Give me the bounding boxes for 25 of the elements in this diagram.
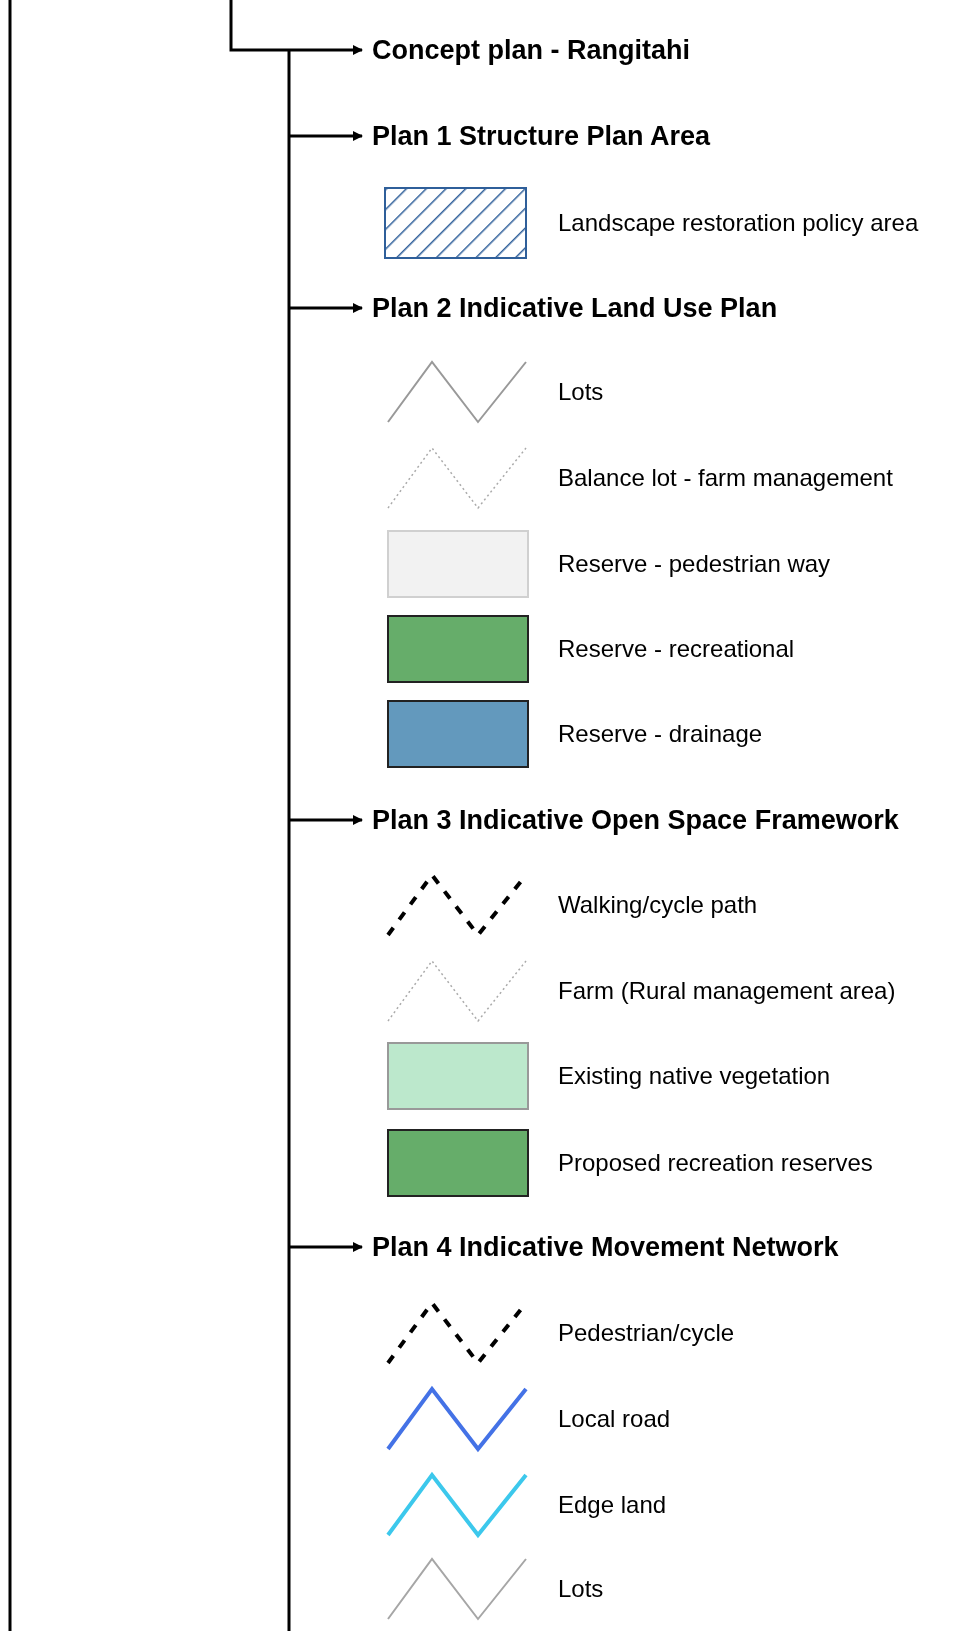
plan-heading: Plan 1 Structure Plan Area	[372, 119, 711, 153]
legend-label: Reserve - recreational	[558, 634, 795, 664]
trunk-line	[287, 50, 291, 1631]
legend-label: Proposed recreation reserves	[558, 1148, 873, 1178]
plan-heading: Plan 4 Indicative Movement Network	[372, 1230, 839, 1264]
legend-label: Lots	[558, 377, 604, 407]
legend-label: Landscape restoration policy area	[558, 208, 919, 238]
plan-heading: Plan 2 Indicative Land Use Plan	[372, 291, 778, 325]
arrow	[289, 131, 363, 141]
arrow	[289, 303, 363, 313]
legend-label: Balance lot - farm management	[558, 463, 893, 493]
legend-label: Pedestrian/cycle	[558, 1318, 735, 1348]
legend-label: Reserve - pedestrian way	[558, 549, 831, 579]
legend-label: Farm (Rural management area)	[558, 976, 896, 1006]
legend-label: Lots	[558, 1574, 604, 1604]
legend-label: Walking/cycle path	[558, 890, 758, 920]
arrow	[289, 815, 363, 825]
plan-heading: Plan 3 Indicative Open Space Framework	[372, 803, 899, 837]
legend-label: Local road	[558, 1404, 671, 1434]
legend-label: Reserve - drainage	[558, 719, 763, 749]
arrow	[289, 1242, 363, 1252]
arrow	[229, 0, 363, 55]
legend-label: Edge land	[558, 1490, 667, 1520]
legend-label: Existing native vegetation	[558, 1061, 831, 1091]
plan-heading: Concept plan - Rangitahi	[372, 33, 690, 67]
